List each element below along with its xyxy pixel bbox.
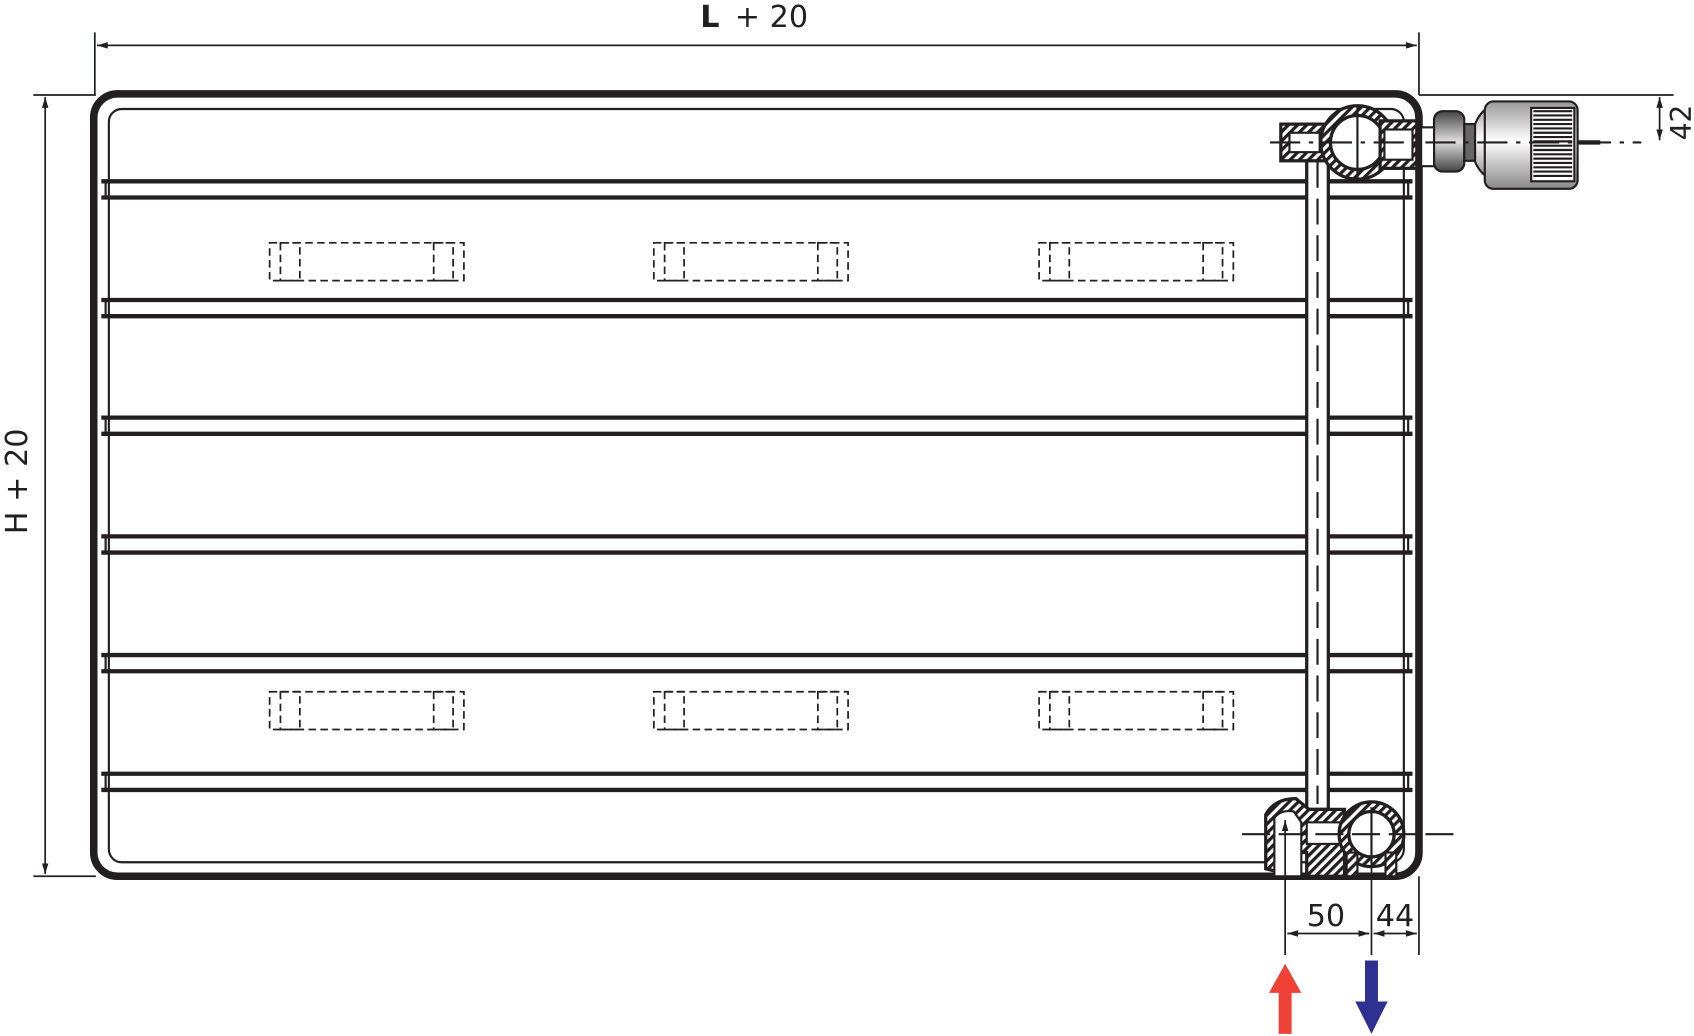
convector-bar <box>101 534 1413 555</box>
bottom-connection-block <box>1264 796 1406 879</box>
wall-bracket-hidden <box>1038 690 1235 731</box>
convector-bars <box>101 179 1413 793</box>
radiator-outer-frame <box>89 90 1423 881</box>
convector-bar <box>101 771 1413 793</box>
convector-bar <box>101 652 1413 674</box>
wall-brackets <box>268 241 1235 731</box>
connection-edge-offset-label: 44 <box>1376 899 1414 934</box>
head-grip-ribs <box>1533 110 1573 177</box>
length-offset: + 20 <box>735 0 808 35</box>
wall-bracket-hidden <box>268 690 465 731</box>
valve-offset-label: 42 <box>1665 105 1694 141</box>
valve-insert <box>1279 104 1438 184</box>
height-dimension <box>33 94 96 878</box>
return-flow-arrow-icon <box>1355 960 1388 1034</box>
connection-dimensions <box>1281 820 1420 956</box>
wall-bracket-hidden <box>652 690 849 731</box>
length-dimension <box>93 32 1420 95</box>
convector-bar <box>101 297 1413 319</box>
length-symbol: L <box>700 0 719 35</box>
wall-bracket-hidden <box>1038 241 1235 282</box>
internal-riser-pipe <box>1305 154 1330 811</box>
valve-offset-dimension <box>1418 94 1674 141</box>
connection-spacing-label: 50 <box>1307 899 1345 934</box>
convector-bar <box>101 179 1413 200</box>
supply-flow-arrow-icon <box>1268 963 1302 1034</box>
wall-bracket-hidden <box>268 241 465 282</box>
radiator-inner-frame <box>107 107 1405 864</box>
convector-bar <box>101 415 1413 436</box>
wall-bracket-hidden <box>652 241 849 282</box>
height-label: H + 20 <box>0 429 35 535</box>
thermostatic-head <box>1432 100 1601 190</box>
